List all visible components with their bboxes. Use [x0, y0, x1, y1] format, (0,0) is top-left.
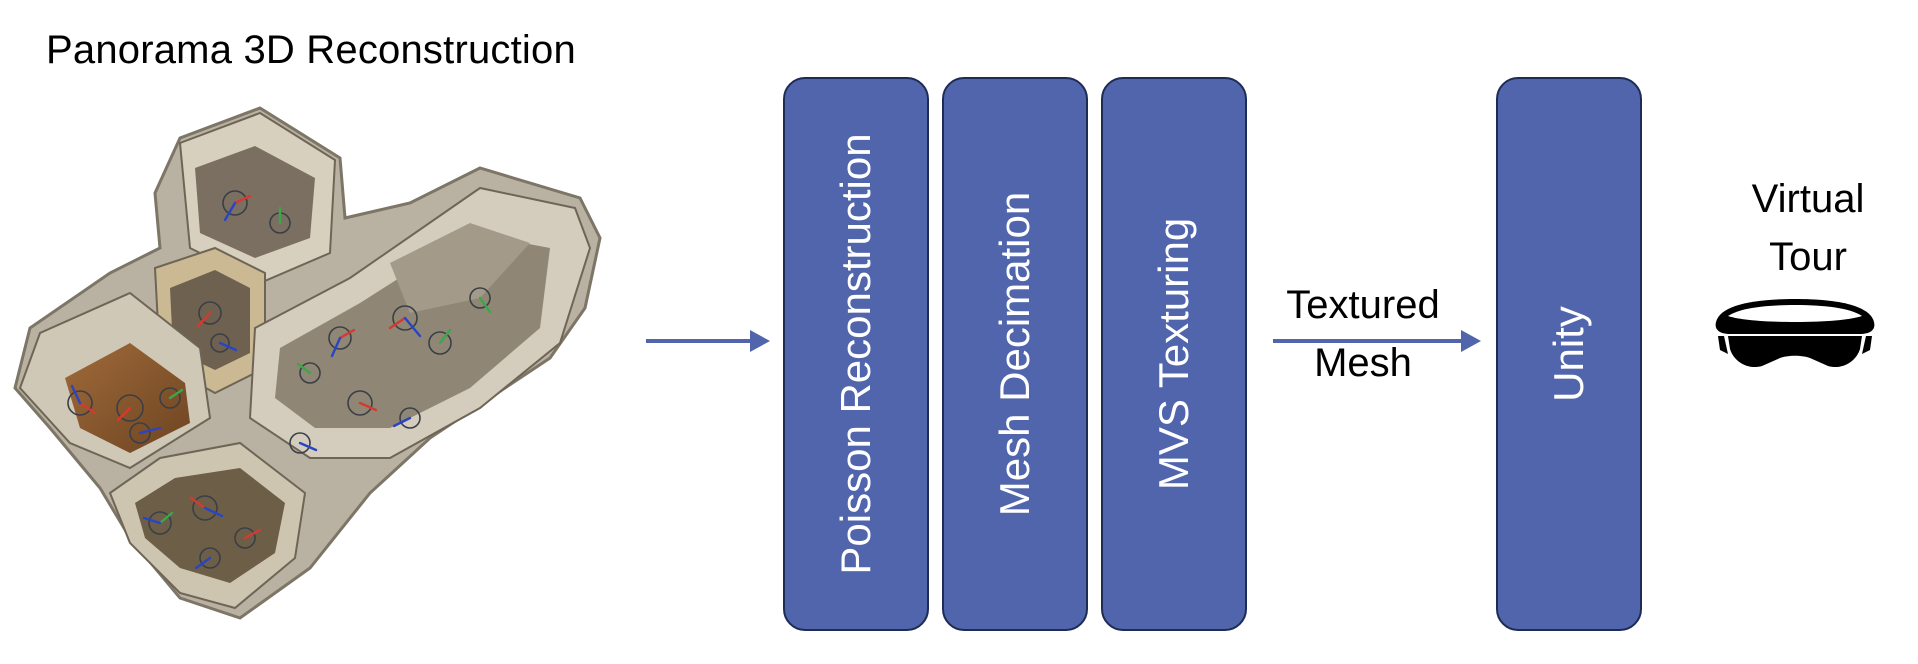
textured-mesh-line2: Mesh [1314, 341, 1412, 385]
textured-mesh-label: Textured Mesh [1258, 276, 1468, 392]
virtual-tour-label: Virtual Tour [1718, 170, 1898, 286]
stage-label: Poisson Reconstruction [832, 133, 879, 575]
stage-unity: Unity [1496, 77, 1642, 631]
vr-headset-icon [1715, 299, 1875, 368]
stage-mesh-decimation: Mesh Decimation [942, 77, 1088, 631]
arrow-right-icon [646, 330, 770, 352]
stage-label: MVS Texturing [1150, 217, 1197, 491]
point-cloud-reconstruction-image [13, 106, 602, 620]
page-title: Panorama 3D Reconstruction [46, 28, 576, 72]
stage-poisson-reconstruction: Poisson Reconstruction [783, 77, 929, 631]
virtual-tour-line1: Virtual [1751, 177, 1865, 221]
stage-label: Mesh Decimation [991, 191, 1038, 517]
stage-label: Unity [1545, 306, 1592, 402]
virtual-tour-line2: Tour [1769, 235, 1847, 279]
arrow-right-icon [1273, 330, 1481, 352]
stage-mvs-texturing: MVS Texturing [1101, 77, 1247, 631]
textured-mesh-line1: Textured [1286, 283, 1440, 327]
